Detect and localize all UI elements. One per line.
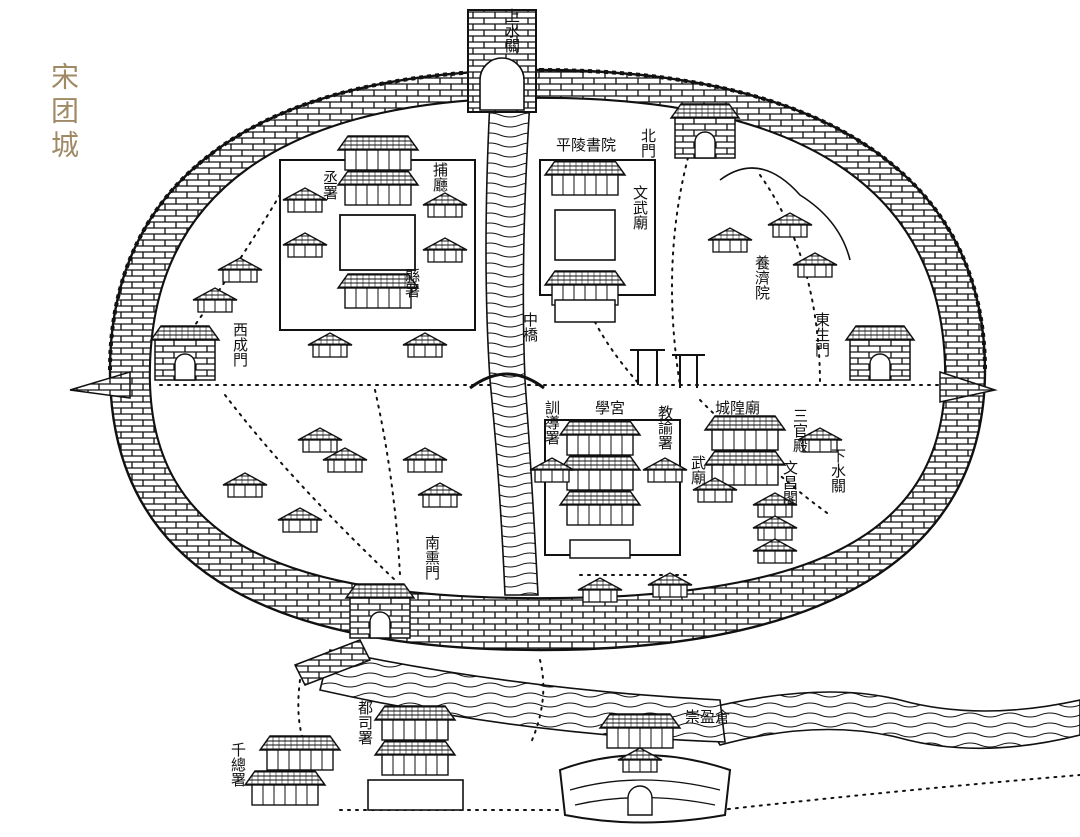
center-bridge	[469, 372, 545, 390]
label-xiashuiguan: 下水關	[829, 448, 847, 493]
qianzong-office	[244, 735, 341, 806]
west-gate	[150, 325, 220, 381]
east-gate	[845, 325, 915, 381]
label-beimen: 北門	[639, 128, 657, 159]
north-gate	[670, 103, 740, 159]
label-xunshu: 訓導署	[543, 400, 561, 445]
label-chong-cang: 崇盈倉	[685, 708, 730, 726]
label-ximen: 西成門	[231, 322, 249, 368]
label-buting: 捕廳	[431, 162, 449, 193]
label-chengshu: 丞署	[321, 170, 339, 200]
memorial-arches	[630, 349, 705, 388]
xuegong	[529, 419, 688, 559]
label-yangji-yuan: 養濟院	[753, 255, 771, 301]
label-zhongqiao: 中橋	[521, 312, 539, 342]
county-yamen	[279, 135, 476, 358]
label-shangshuiguan: 上水關	[503, 8, 521, 53]
river-east	[698, 691, 1080, 750]
label-wenchang: 文昌閣	[781, 460, 799, 506]
label-wenwu-miao: 文武廟	[631, 185, 649, 231]
label-pingling-shuyuan: 平陵書院	[556, 136, 616, 154]
label-wumiao: 武廟	[689, 455, 707, 486]
label-xianshu: 縣署	[403, 268, 421, 298]
label-dusi-shu: 都司署	[356, 700, 374, 745]
pingling-academy	[539, 159, 656, 323]
dusi-office	[367, 705, 464, 811]
south-bridge	[293, 639, 372, 686]
canal	[485, 99, 539, 596]
label-nanmen: 南熏門	[423, 535, 441, 581]
label-xuegong: 學宮	[595, 399, 625, 417]
label-jiaoyu: 教諭署	[656, 405, 674, 450]
south-gate	[345, 583, 415, 639]
label-sanguan: 三官殿	[791, 408, 809, 453]
yangji-yuan	[707, 167, 851, 278]
granary	[558, 713, 732, 824]
label-qianzong-shu: 千總署	[229, 742, 247, 787]
label-chenghuang-miao: 城隍廟	[715, 399, 760, 417]
label-dongmen: 東生門	[813, 312, 831, 358]
map-title: 宋团城	[47, 62, 80, 164]
upper-water-gate	[467, 9, 537, 113]
